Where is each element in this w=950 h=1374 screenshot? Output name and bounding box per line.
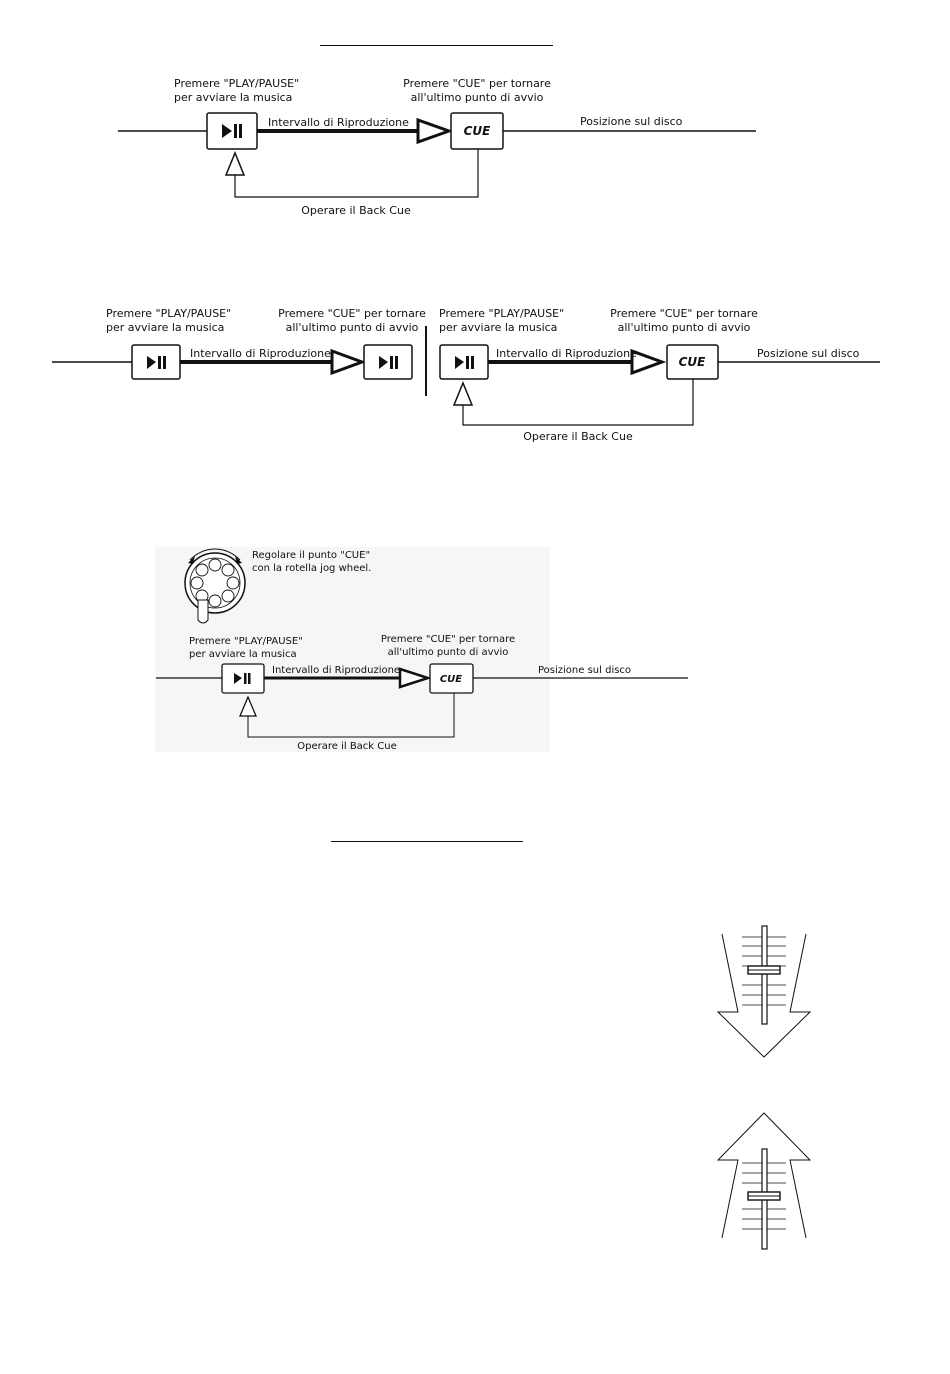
right-label-cue-line1: Premere "CUE" per tornare — [610, 307, 758, 320]
left-interval-label: Intervallo di Riproduzione — [190, 347, 331, 360]
play-pause-button-d3[interactable] — [221, 663, 265, 694]
back-cue-label: Operare il Back Cue — [301, 204, 411, 217]
right-back-cue-return-line — [462, 379, 694, 426]
label-cue-line2: all'ultimo punto di avvio — [411, 91, 544, 104]
back-cue-label-d3: Operare il Back Cue — [297, 741, 397, 752]
jog-label-line2: con la rotella jog wheel. — [252, 563, 371, 574]
svg-text:CUE: CUE — [440, 674, 462, 685]
label-cue-line1: Premere "CUE" per tornare — [403, 77, 551, 90]
label-cue-line1-d3: Premere "CUE" per tornare — [381, 634, 515, 645]
label-play-line1-d3: Premere "PLAY/PAUSE" — [189, 636, 303, 647]
label-play-line2-d3: per avviare la musica — [189, 649, 297, 660]
label-cue-line2-d3: all'ultimo punto di avvio — [388, 647, 509, 658]
svg-text:CUE: CUE — [679, 355, 707, 369]
right-interval-label: Intervallo di Riproduzione — [496, 347, 637, 360]
play-pause-icon — [455, 356, 474, 369]
right-play-pause-button[interactable] — [439, 344, 489, 380]
back-cue-return-line — [234, 149, 479, 198]
play-pause-icon — [222, 124, 242, 138]
section-rule-top — [320, 45, 553, 46]
right-back-cue-arrowhead — [452, 381, 474, 406]
left-label-play-line2: per avviare la musica — [106, 321, 224, 334]
play-pause-icon — [234, 673, 251, 684]
cue-button-d3[interactable]: CUE — [429, 663, 474, 694]
diagram-3-background — [155, 547, 550, 752]
interval-arrowhead-d3 — [398, 667, 433, 689]
right-back-cue-label: Operare il Back Cue — [523, 430, 633, 443]
interval-label: Intervallo di Riproduzione — [268, 116, 409, 129]
left-label-play-line1: Premere "PLAY/PAUSE" — [106, 307, 231, 320]
interval-arrowhead — [416, 117, 454, 145]
cue-button[interactable]: CUE — [450, 112, 504, 150]
left-play-pause-button[interactable] — [131, 344, 181, 380]
right-label-cue-line2: all'ultimo punto di avvio — [618, 321, 751, 334]
section-rule-middle — [331, 841, 523, 842]
svg-text:CUE: CUE — [464, 124, 492, 138]
right-label-play-line1: Premere "PLAY/PAUSE" — [439, 307, 564, 320]
left-interval-arrowhead — [330, 348, 367, 376]
back-cue-return-line-d3 — [247, 693, 455, 738]
back-cue-arrowhead — [224, 151, 246, 176]
right-label-play-line2: per avviare la musica — [439, 321, 557, 334]
back-cue-arrowhead-d3 — [239, 695, 257, 717]
jog-wheel-icon — [184, 548, 246, 624]
right-interval-arrowhead — [630, 348, 667, 376]
left-label-cue-line2: all'ultimo punto di avvio — [286, 321, 419, 334]
right-position-label: Posizione sul disco — [757, 347, 860, 360]
left-second-play-pause-button[interactable] — [363, 344, 413, 380]
interval-label-d3: Intervallo di Riproduzione — [272, 665, 400, 676]
jog-label-line1: Regolare il punto "CUE" — [252, 550, 370, 561]
play-pause-button[interactable] — [206, 112, 258, 150]
right-cue-button[interactable]: CUE — [666, 344, 719, 380]
cue-diagram-1: Premere "PLAY/PAUSE" per avviare la musi… — [118, 77, 756, 217]
left-label-cue-line1: Premere "CUE" per tornare — [278, 307, 426, 320]
position-label: Posizione sul disco — [580, 115, 683, 128]
play-pause-icon — [379, 356, 398, 369]
label-play-line1: Premere "PLAY/PAUSE" — [174, 77, 299, 90]
play-pause-icon — [147, 356, 166, 369]
position-label-d3: Posizione sul disco — [538, 665, 631, 676]
label-play-line2: per avviare la musica — [174, 91, 292, 104]
